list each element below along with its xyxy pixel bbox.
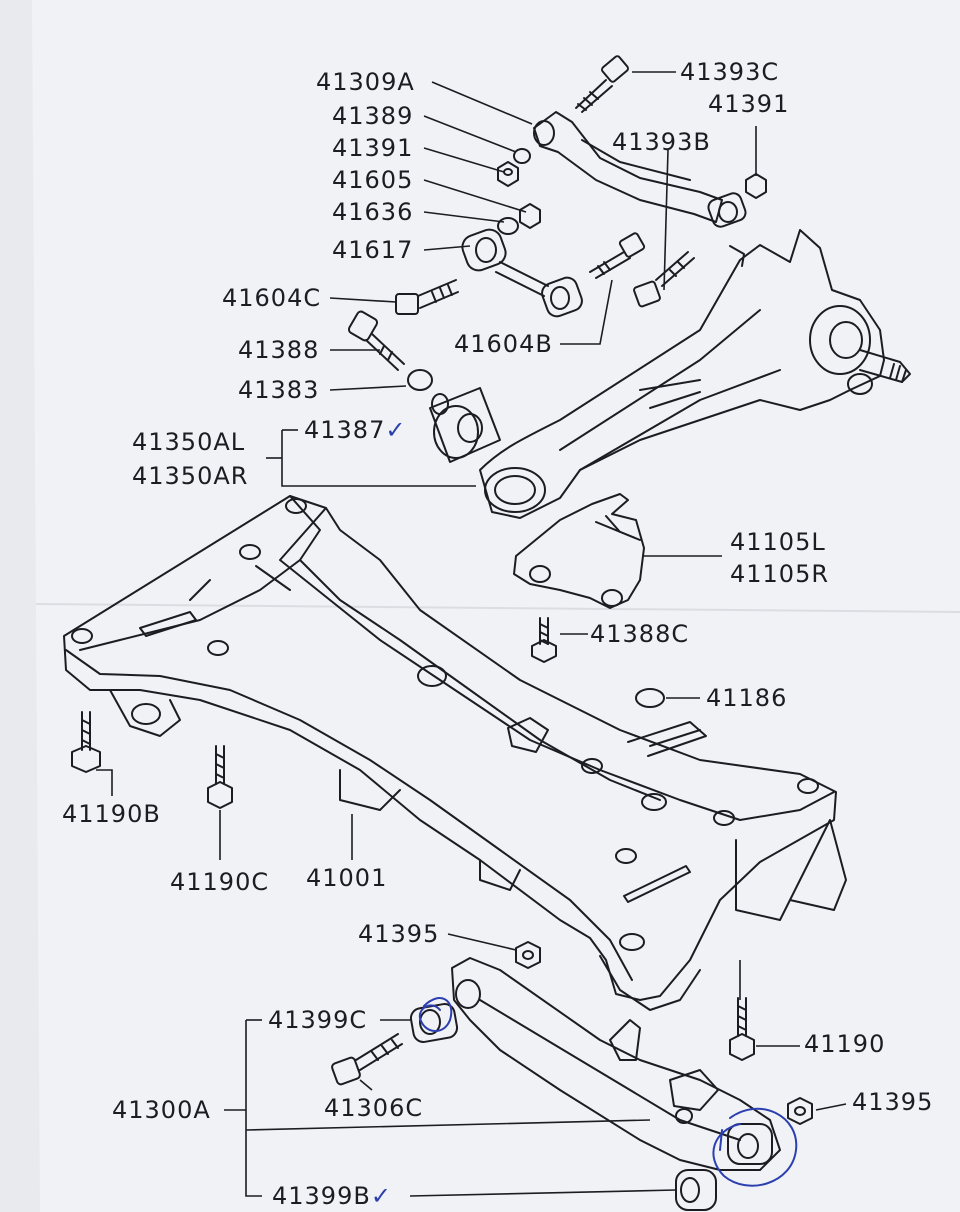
bolt-41190C — [207, 745, 233, 809]
part-label-41399B-text: 41399B — [272, 1182, 371, 1210]
part-label-41190C: 41190C — [170, 868, 270, 896]
part-label-41395-upper: 41395 — [358, 920, 440, 948]
washer-41636 — [497, 217, 519, 235]
part-label-41387-text: 41387 — [304, 416, 386, 444]
part-label-41190B: 41190B — [62, 800, 161, 828]
handwritten-scribbles — [418, 997, 798, 1187]
part-label-41105R: 41105R — [730, 560, 830, 588]
bolt-41306C — [331, 1033, 403, 1086]
part-label-41636: 41636 — [332, 198, 414, 226]
part-label-41391-right: 41391 — [708, 90, 790, 118]
part-label-41001: 41001 — [306, 864, 388, 892]
part-label-41350AR: 41350AR — [132, 462, 249, 490]
nut-41395-lower — [787, 1097, 813, 1125]
part-label-41105L: 41105L — [730, 528, 826, 556]
part-label-41393B: 41393B — [612, 128, 711, 156]
part-label-41306C: 41306C — [324, 1094, 424, 1122]
part-label-41388C: 41388C — [590, 620, 690, 648]
part-label-41617: 41617 — [332, 236, 414, 264]
paper-fold — [35, 603, 960, 613]
bolt-41190B — [71, 711, 101, 773]
washer-41383 — [407, 369, 433, 391]
washer-41389 — [513, 148, 531, 164]
part-label-41604B: 41604B — [454, 330, 553, 358]
part-label-41300A: 41300A — [112, 1096, 211, 1124]
part-label-41387: 41387✓ — [304, 418, 406, 442]
lower-control-arm — [451, 957, 781, 1171]
paper-sheet — [32, 0, 960, 1212]
part-label-41605: 41605 — [332, 166, 414, 194]
part-label-41399B: 41399B✓ — [272, 1184, 392, 1208]
trailing-arm — [479, 229, 911, 519]
part-label-41395-lower: 41395 — [852, 1088, 934, 1116]
bracket-41105 — [513, 493, 645, 609]
part-label-41399C: 41399C — [268, 1006, 368, 1034]
part-label-41350AL: 41350AL — [132, 428, 246, 456]
part-label-41309A: 41309A — [316, 68, 415, 96]
part-label-41393C: 41393C — [680, 58, 780, 86]
part-label-41604C: 41604C — [222, 284, 322, 312]
bolt-41393C — [575, 55, 629, 113]
bolt-41190 — [729, 997, 755, 1061]
nut-41395-upper — [515, 941, 541, 969]
handwritten-check-mark: ✓ — [385, 416, 407, 444]
bolt-41604C — [395, 279, 459, 315]
bolt-41388 — [347, 310, 405, 371]
handwritten-check-mark: ✓ — [370, 1182, 392, 1210]
bolt-41393B — [633, 251, 695, 308]
washer-41186 — [635, 688, 665, 708]
part-label-41383: 41383 — [238, 376, 320, 404]
part-label-41186: 41186 — [706, 684, 788, 712]
crossmember-41001 — [63, 495, 847, 1011]
nut-41605 — [519, 203, 541, 229]
part-label-41190: 41190 — [804, 1030, 886, 1058]
bushing-41387 — [429, 387, 501, 463]
part-label-41389: 41389 — [332, 102, 414, 130]
bushing-41399C — [409, 1003, 459, 1043]
bolt-41388C — [531, 617, 557, 663]
lateral-link-41617 — [461, 228, 583, 318]
bolt-41604B — [589, 232, 646, 279]
part-label-41388: 41388 — [238, 336, 320, 364]
part-label-41391-left: 41391 — [332, 134, 414, 162]
leader-lines — [96, 71, 847, 1197]
